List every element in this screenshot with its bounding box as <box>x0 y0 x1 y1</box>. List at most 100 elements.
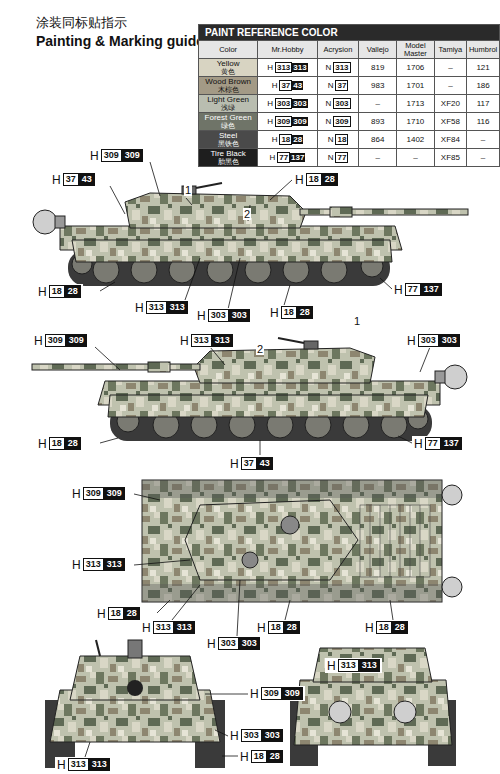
paint-callout: H1828 <box>363 620 410 635</box>
paint-prefix: N <box>328 135 334 144</box>
table-row: Yellow黄色H313313N3138191706–121 <box>199 59 500 77</box>
color-cell: Steel黑铁色 <box>199 131 258 149</box>
paint-callout: H309309 <box>248 686 305 701</box>
paint-code: 37 <box>279 80 292 91</box>
paint-cell: 186 <box>467 77 500 95</box>
paint-code: 303 <box>262 729 283 742</box>
table-row: Light Green浅绿H303303N303–1713XF20117 <box>199 95 500 113</box>
color-cell: Light Green浅绿 <box>199 95 258 113</box>
paint-code: 309 <box>45 334 66 347</box>
paint-cell: 893 <box>359 113 397 131</box>
paint-cell: 1713 <box>397 95 435 113</box>
paint-prefix: H <box>72 487 81 501</box>
paint-code: 313 <box>333 62 350 73</box>
paint-code: 28 <box>65 437 81 450</box>
paint-cell: 983 <box>359 77 397 95</box>
color-name: Wood Brown <box>200 78 256 86</box>
paint-code: XF58 <box>441 117 460 126</box>
acrysion-cell: N77 <box>317 149 359 167</box>
paint-callout: H309309 <box>88 148 145 163</box>
paint-code: 28 <box>292 135 303 144</box>
paint-code: – <box>448 81 452 90</box>
paint-code: 18 <box>306 173 322 186</box>
paint-code: 983 <box>371 81 384 90</box>
paint-callout: H313313 <box>55 757 112 772</box>
column-name: Acrysion <box>324 45 353 54</box>
paint-code: XF84 <box>441 135 460 144</box>
color-name-cn: 木棕色 <box>200 86 256 94</box>
color-cell: Forest Green绿色 <box>199 113 258 131</box>
paint-callout: H303303 <box>195 308 252 323</box>
paint-code: 309 <box>83 487 104 500</box>
paint-cell: XF85 <box>434 149 466 167</box>
paint-callout: H3743 <box>228 456 275 471</box>
paint-prefix: H <box>90 149 99 163</box>
paint-code: 1701 <box>406 81 424 90</box>
paint-callout: H303303 <box>228 728 285 743</box>
color-name-cn: 胎黑色 <box>200 158 256 166</box>
paint-code: – <box>448 63 452 72</box>
color-name: Yellow <box>200 60 256 68</box>
paint-callout: H313313 <box>325 658 382 673</box>
paint-code: 28 <box>284 621 300 634</box>
paint-callout: H1828 <box>293 172 340 187</box>
color-name-cn: 黑铁色 <box>200 140 256 148</box>
paint-prefix: H <box>327 659 336 673</box>
paint-cell: 1706 <box>397 59 435 77</box>
paint-code: – <box>413 153 417 162</box>
paint-callout: H313313 <box>70 557 127 572</box>
table-row: Tire Black胎黑色H77137N77––XF85– <box>199 149 500 167</box>
paint-code: – <box>481 135 485 144</box>
paint-prefix: H <box>34 334 43 348</box>
paint-code: 28 <box>124 607 140 620</box>
paint-cell: 819 <box>359 59 397 77</box>
paint-code: 303 <box>292 99 307 108</box>
column-name: Color <box>219 45 237 54</box>
paint-cell: – <box>434 77 466 95</box>
paint-code: 18 <box>49 285 65 298</box>
color-cell: Wood Brown木棕色 <box>199 77 258 95</box>
callout-number: 2 <box>256 343 264 355</box>
mr-hobby-cell: H1828 <box>258 131 317 149</box>
paint-prefix: H <box>267 99 273 108</box>
paint-code: 303 <box>218 637 239 650</box>
column-name: Tamiya <box>439 45 463 54</box>
paint-code: 28 <box>322 173 338 186</box>
color-name-cn: 绿色 <box>200 122 256 130</box>
column-header: Color <box>199 41 258 59</box>
paint-code: 28 <box>65 285 81 298</box>
paint-code: 121 <box>476 63 489 72</box>
paint-code: 18 <box>49 437 65 450</box>
paint-code: 37 <box>241 457 257 470</box>
paint-code: XF20 <box>441 99 460 108</box>
paint-prefix: H <box>240 750 249 764</box>
paint-code: 137 <box>441 437 462 450</box>
paint-code: 313 <box>83 558 104 571</box>
paint-code: 309 <box>275 116 292 127</box>
paint-code: 77 <box>277 152 290 163</box>
paint-prefix: N <box>325 99 331 108</box>
paint-code: 77 <box>425 437 441 450</box>
paint-code: 43 <box>257 457 273 470</box>
paint-callout: H1828 <box>238 749 285 764</box>
acrysion-cell: N313 <box>317 59 359 77</box>
column-header: Mr.Hobby <box>258 41 317 59</box>
callout-number: 1 <box>184 184 192 196</box>
acrysion-cell: N37 <box>317 77 359 95</box>
paint-code: 28 <box>392 621 408 634</box>
paint-cell: XF58 <box>434 113 466 131</box>
paint-code: 309 <box>66 334 87 347</box>
mr-hobby-cell: H313313 <box>258 59 317 77</box>
paint-code: 303 <box>241 729 262 742</box>
paint-code: 43 <box>292 81 303 90</box>
paint-prefix: H <box>407 334 416 348</box>
paint-cell: – <box>467 149 500 167</box>
paint-prefix: H <box>269 153 275 162</box>
paint-code: 309 <box>333 116 350 127</box>
paint-code: 313 <box>359 659 380 672</box>
paint-code: 313 <box>174 621 195 634</box>
paint-cell: – <box>434 59 466 77</box>
paint-code: 28 <box>267 750 283 763</box>
acrysion-cell: N303 <box>317 95 359 113</box>
paint-prefix: H <box>257 621 266 635</box>
